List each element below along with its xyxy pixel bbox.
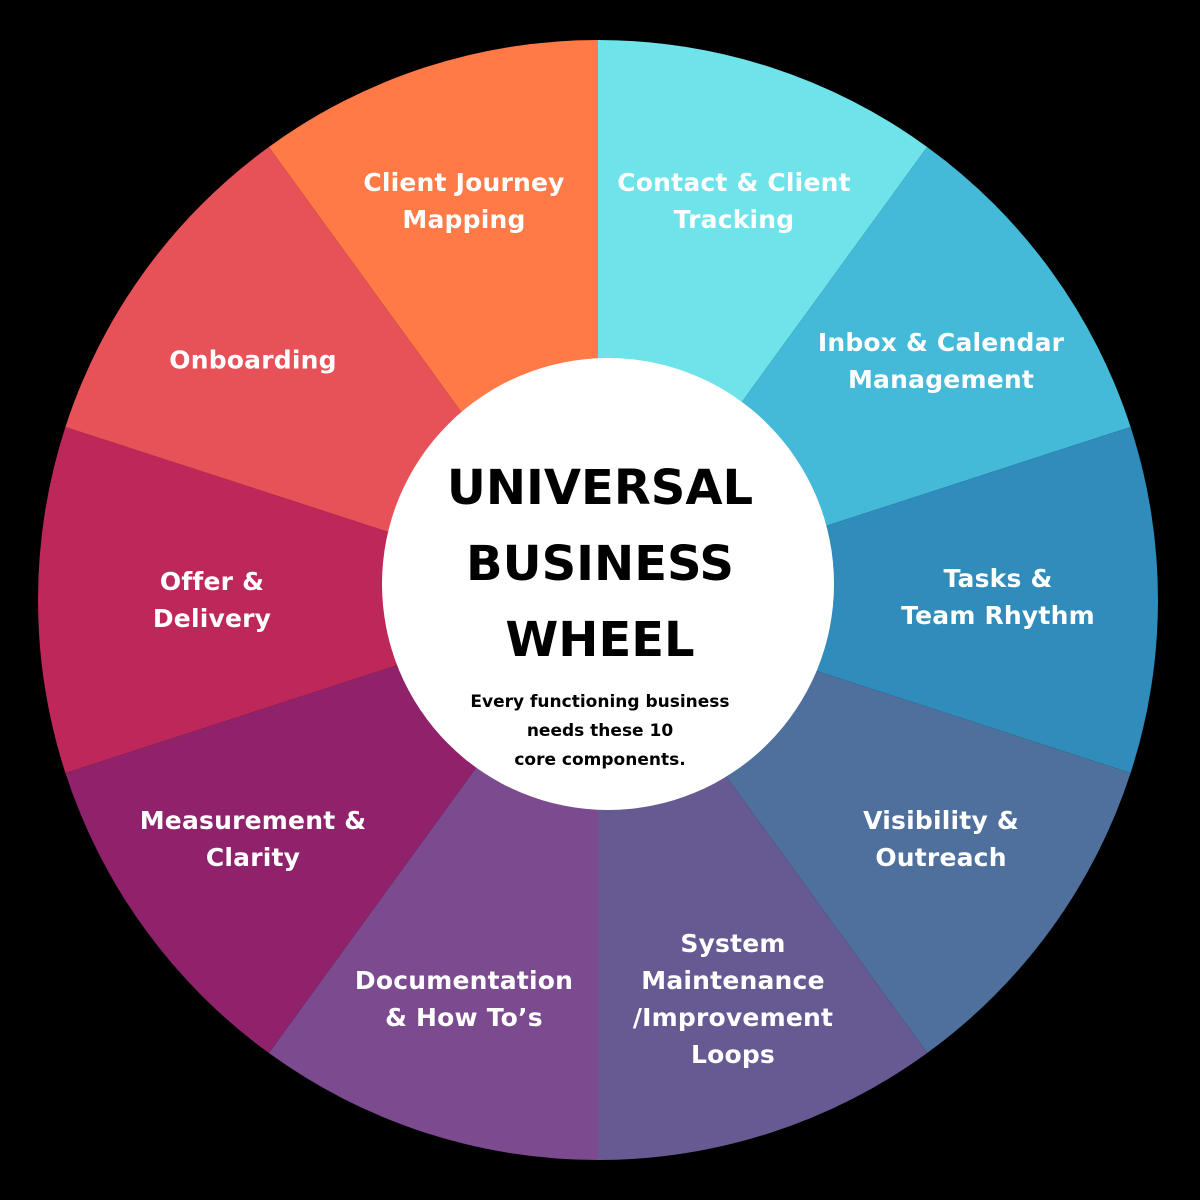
hub-subtitle: Every functioning business needs these 1… — [470, 692, 730, 770]
wheel-segment-8 — [38, 426, 598, 774]
hub-title: UNIVERSAL BUSINESS WHEEL — [446, 460, 754, 668]
wheel-hub: UNIVERSAL BUSINESS WHEEL Every functioni… — [382, 358, 834, 810]
segment-label-tasks-team-rhythm: Tasks & Team Rhythm — [901, 564, 1095, 630]
wheel-segment-3 — [598, 426, 1158, 774]
segment-label-contact-client-tracking: Contact & Client Tracking — [617, 168, 851, 234]
segment-label-inbox-calendar-management: Inbox & Calendar Management — [817, 328, 1065, 394]
segment-label-documentation: Documentation & How To’s — [354, 966, 574, 1032]
segment-label-system-maintenance: System Maintenance /Improvement Loops — [632, 929, 834, 1069]
segment-label-offer-delivery: Offer & Delivery — [152, 567, 272, 633]
segment-label-measurement-clarity: Measurement & Clarity — [139, 806, 367, 872]
segment-label-onboarding: Onboarding — [169, 345, 337, 375]
segment-label-visibility-outreach: Visibility & Outreach — [863, 806, 1019, 872]
segment-label-client-journey-mapping: Client Journey Mapping — [363, 168, 565, 234]
